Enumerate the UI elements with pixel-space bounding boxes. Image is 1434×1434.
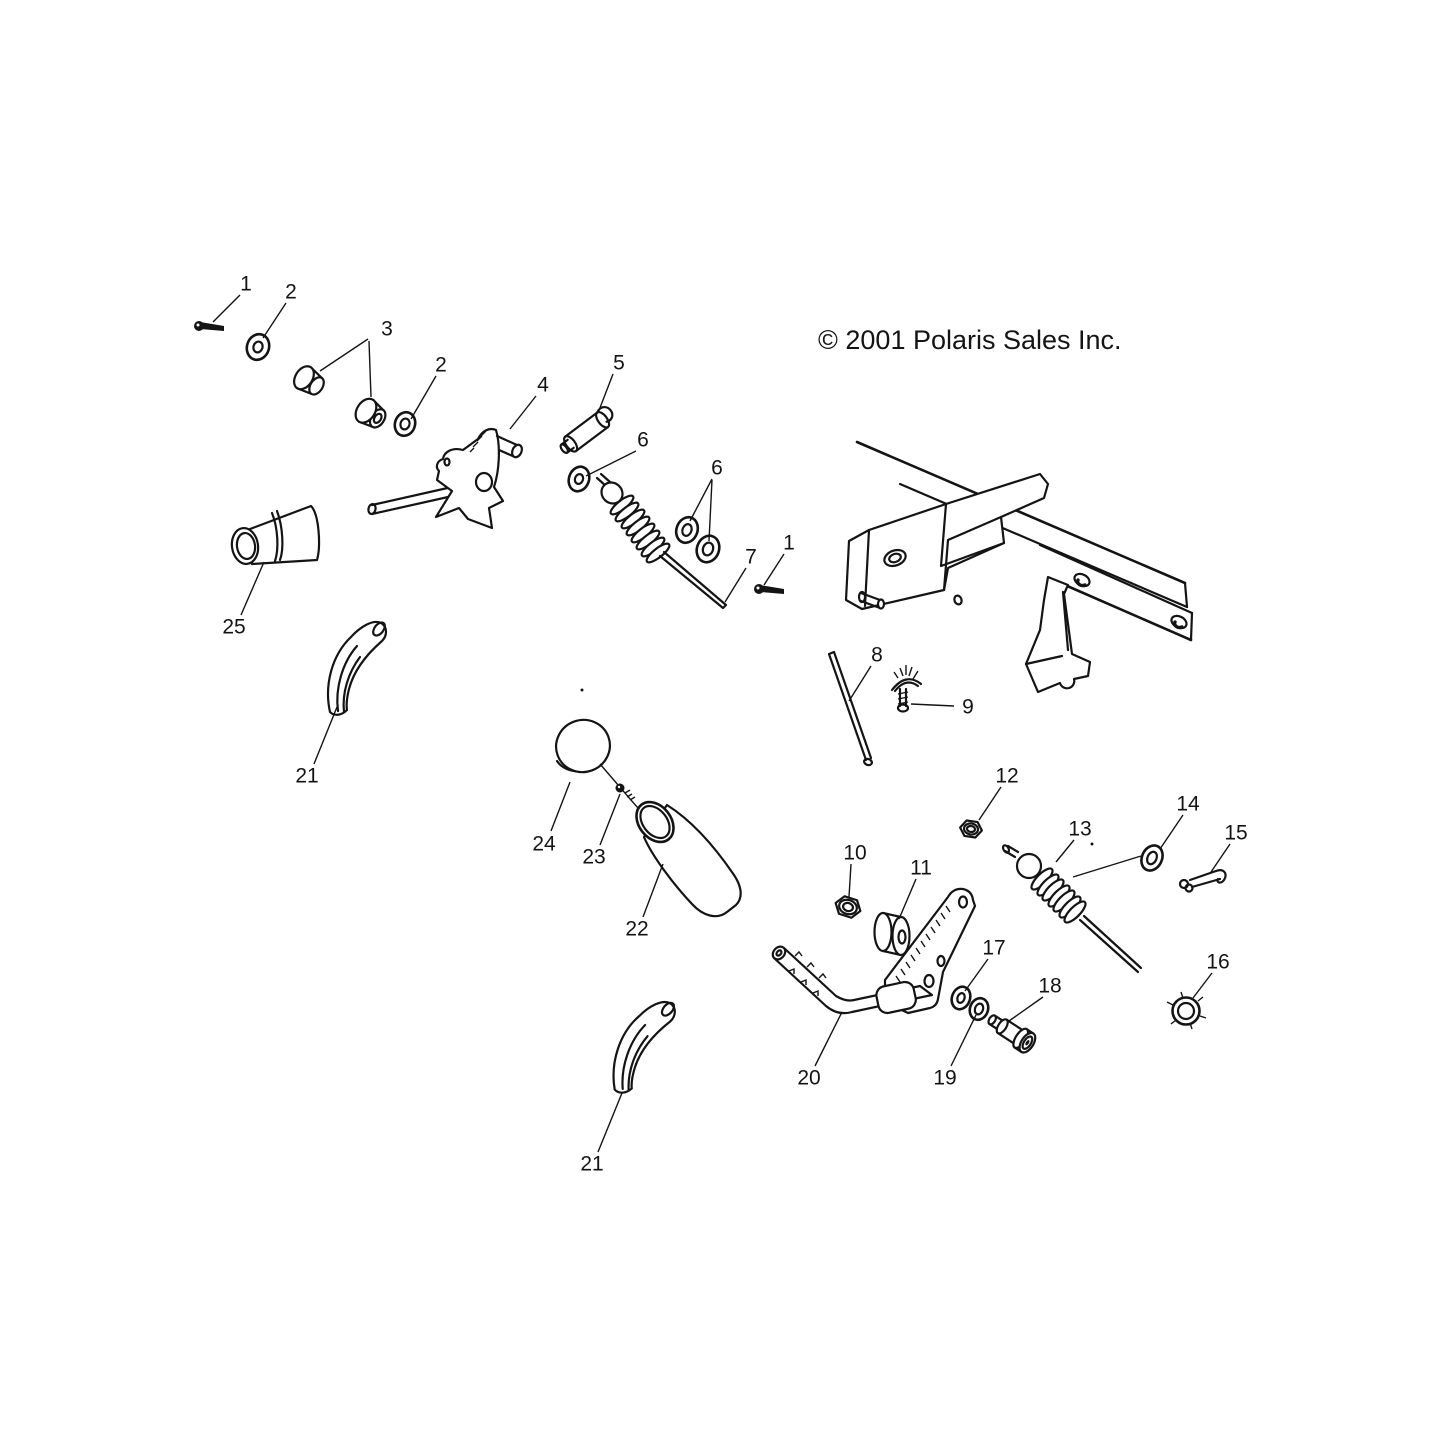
- leader-11: [898, 878, 917, 920]
- part-21-handle-grip: [613, 998, 677, 1095]
- callout-17: 17: [982, 937, 1005, 960]
- callout-6b: 6: [711, 457, 723, 480]
- part-10-nut: [834, 895, 862, 919]
- part-15-hairpin-clip: [1178, 869, 1227, 893]
- leader-13: [1055, 839, 1075, 863]
- callout-13: 13: [1068, 818, 1091, 841]
- callout-15: 15: [1224, 822, 1247, 845]
- leader-3: [319, 338, 372, 398]
- part-22-boot: [599, 763, 742, 918]
- leader-19: [950, 1014, 977, 1067]
- part-9-push-rivet: [890, 665, 923, 713]
- leader-25: [240, 561, 265, 616]
- part-7-shift-rod-spring: [595, 472, 728, 610]
- part-4-selector-arm: [367, 427, 524, 530]
- part-11-roller: [873, 911, 911, 957]
- callout-1a: 1: [240, 273, 252, 296]
- callout-25: 25: [222, 616, 245, 639]
- speck: [1090, 842, 1094, 846]
- callout-labels: 1 2 3 2 4 5 6 6 7 1 8 9 10 11 12 13 14 1…: [222, 273, 1247, 1176]
- part-16-cable-clamp: [1166, 991, 1207, 1030]
- callout-3: 3: [381, 318, 393, 341]
- leader-12: [978, 786, 1002, 821]
- callout-8: 8: [871, 644, 883, 667]
- leader-22: [642, 863, 664, 918]
- callout-19: 19: [933, 1067, 956, 1090]
- part-6-washer: [695, 534, 721, 564]
- part-14-washer: [1140, 844, 1164, 872]
- part-20-shift-lever: [771, 887, 977, 1015]
- leader-23: [599, 793, 621, 846]
- callout-14: 14: [1176, 793, 1200, 816]
- leader-5: [597, 373, 614, 414]
- callout-1b: 1: [783, 532, 795, 555]
- callout-5: 5: [613, 352, 625, 375]
- leader-21b: [597, 1092, 623, 1153]
- part-3-bushing: [293, 365, 325, 396]
- callout-9: 9: [962, 696, 974, 719]
- speck: [580, 688, 584, 692]
- part-21-handle-grip: [328, 620, 387, 714]
- callout-4: 4: [537, 374, 549, 397]
- leader-8: [848, 665, 872, 702]
- leader-6b: [689, 478, 713, 542]
- part-3-bushing: [354, 397, 387, 429]
- part-8-rod: [827, 650, 873, 767]
- part-6-washer: [567, 465, 591, 493]
- part-2-washer: [393, 410, 417, 438]
- part-12-nut: [959, 819, 983, 839]
- leader-14: [1072, 814, 1184, 878]
- part-1-cotter-pin: [754, 584, 784, 594]
- callout-7: 7: [745, 546, 757, 569]
- leader-17: [964, 958, 989, 992]
- leader-2b: [410, 375, 437, 420]
- callout-20: 20: [797, 1067, 820, 1090]
- part-2-washer: [245, 332, 271, 362]
- leader-1b: [763, 553, 785, 586]
- callout-2b: 2: [435, 354, 447, 377]
- part-13-cable-spring: [1001, 844, 1143, 974]
- leader-9: [910, 703, 955, 707]
- leader-24: [550, 781, 571, 832]
- leader-2a: [262, 302, 287, 339]
- callout-24: 24: [532, 833, 556, 856]
- callout-16: 16: [1206, 951, 1229, 974]
- copyright-notice: © 2001 Polaris Sales Inc.: [818, 325, 1122, 355]
- part-5-pin: [559, 405, 614, 455]
- callout-12: 12: [995, 765, 1018, 788]
- part-1-cotter-pin: [194, 321, 224, 331]
- callout-21b: 21: [580, 1153, 603, 1176]
- part-18-shoulder-bolt: [987, 1014, 1037, 1054]
- bracket-pin: [857, 590, 886, 610]
- callout-11: 11: [910, 857, 932, 880]
- leader-20: [814, 1011, 843, 1067]
- callout-23: 23: [582, 846, 605, 869]
- callout-6a: 6: [637, 429, 649, 452]
- part-25-shift-knob: [230, 504, 321, 566]
- callout-2a: 2: [285, 281, 297, 304]
- leader-15: [1210, 843, 1231, 873]
- leader-16: [1192, 972, 1213, 999]
- part-24-disc: [555, 718, 611, 774]
- leader-4: [509, 395, 537, 430]
- chassis-frame: [844, 440, 1194, 694]
- leader-1a: [212, 294, 241, 323]
- leader-lines: [212, 294, 1231, 1153]
- leader-7: [724, 567, 747, 603]
- leader-21a: [313, 706, 338, 765]
- part-19-washer: [968, 996, 990, 1022]
- leader-6a: [585, 450, 637, 477]
- callout-22: 22: [625, 918, 648, 941]
- callout-10: 10: [843, 842, 866, 865]
- leader-10: [848, 863, 852, 898]
- part-17-washer: [950, 985, 972, 1011]
- part-23-detent-ball-spring: [615, 783, 636, 801]
- leader-18: [1008, 996, 1044, 1022]
- callout-21a: 21: [295, 765, 318, 788]
- part-6-washer: [674, 515, 700, 545]
- callout-18: 18: [1038, 975, 1061, 998]
